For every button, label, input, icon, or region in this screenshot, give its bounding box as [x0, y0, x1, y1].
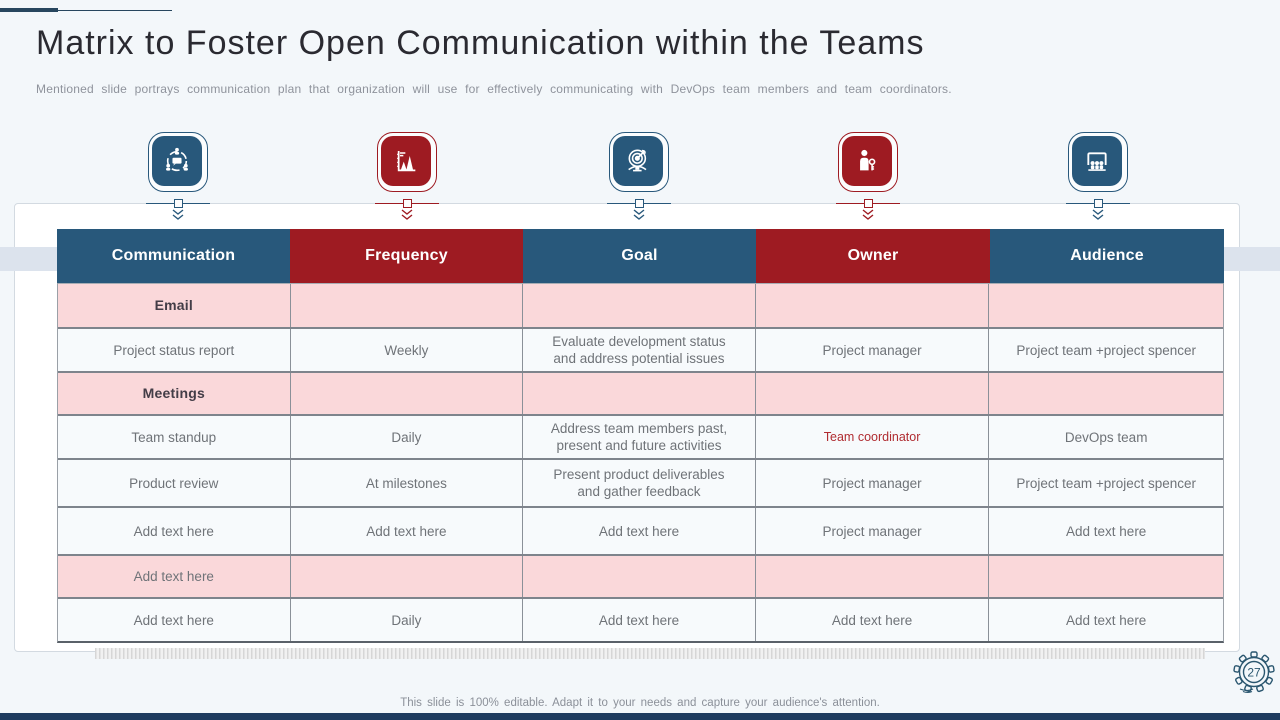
top-left-accent-line	[58, 10, 172, 11]
table-row-product-review: Product review At milestones Present pro…	[58, 458, 1223, 506]
column-header-owner: Owner	[756, 229, 990, 283]
column-header-frequency: Frequency	[290, 229, 523, 283]
table-cell	[291, 556, 524, 597]
column-header-goal: Goal	[523, 229, 756, 283]
table-cell	[989, 284, 1223, 327]
table-row-email-section: Email	[58, 283, 1223, 327]
page-number-gear-icon: 27	[1233, 651, 1275, 694]
table-cell: Present product deliverables and gather …	[523, 460, 756, 506]
connector-node	[402, 199, 412, 208]
table-cell: Project manager	[756, 329, 990, 371]
table-cell-placeholder[interactable]: Add text here	[1066, 523, 1147, 539]
footer-caption: This slide is 100% editable. Adapt it to…	[400, 697, 880, 709]
table-cell-placeholder[interactable]: Add text here	[756, 599, 990, 641]
table-cell: Project manager	[756, 508, 990, 554]
table-cell: At milestones	[291, 460, 524, 506]
table-shadow-stripes	[95, 648, 1205, 659]
table-cell: Email	[58, 284, 291, 327]
table-cell: Weekly	[291, 329, 524, 371]
table-row-placeholder-2: Add text here Daily Add text here Add te…	[58, 597, 1223, 641]
table-cell	[523, 284, 756, 327]
table-cell: Project team +project spencer	[1016, 475, 1197, 491]
audience-presentation-icon	[1068, 132, 1128, 192]
table-cell-owner-highlight: Team coordinator	[756, 416, 990, 458]
frequency-chart-icon	[377, 132, 437, 192]
table-cell: Team standup	[58, 416, 291, 458]
table-cell: Project team +project spencer	[1016, 342, 1197, 358]
table-cell-placeholder[interactable]: Add text here	[58, 599, 291, 641]
bottom-accent-bar	[0, 713, 1280, 720]
page-subtitle: Mentioned slide portrays communication p…	[36, 82, 952, 96]
column-header-audience: Audience	[990, 229, 1224, 283]
header-band-right	[1224, 247, 1280, 271]
page-title: Matrix to Foster Open Communication with…	[36, 24, 925, 62]
table-cell: Daily	[291, 599, 524, 641]
table-row-placeholder-section: Add text here	[58, 554, 1223, 597]
connector-node	[634, 199, 644, 208]
table-cell	[756, 556, 990, 597]
table-cell	[291, 284, 524, 327]
table-cell-placeholder[interactable]: Add text here	[1066, 612, 1147, 628]
table-cell-placeholder[interactable]: Add text here	[523, 599, 756, 641]
communication-matrix-table: Communication Frequency Goal Owner Audie…	[57, 229, 1224, 643]
communication-network-icon	[148, 132, 208, 192]
table-header-row: Communication Frequency Goal Owner Audie…	[57, 229, 1224, 283]
column-header-communication: Communication	[57, 229, 290, 283]
connector-node	[1093, 199, 1103, 208]
connector-node	[863, 199, 873, 208]
page-number: 27	[1247, 666, 1261, 680]
table-cell: Product review	[58, 460, 291, 506]
table-cell: Daily	[291, 416, 524, 458]
table-cell	[523, 373, 756, 414]
goal-target-icon	[609, 132, 669, 192]
table-row-team-standup: Team standup Daily Address team members …	[58, 414, 1223, 458]
table-cell-placeholder[interactable]: Add text here	[58, 508, 291, 554]
table-row-meetings-section: Meetings	[58, 371, 1223, 414]
table-cell: Project manager	[756, 460, 990, 506]
chevron-down-icon	[1092, 209, 1104, 220]
table-cell: Meetings	[58, 373, 291, 414]
header-band-left	[0, 247, 57, 271]
table-cell-placeholder[interactable]: Add text here	[58, 556, 291, 597]
table-cell	[291, 373, 524, 414]
table-cell	[989, 556, 1223, 597]
table-cell	[756, 373, 990, 414]
table-cell: DevOps team	[1064, 429, 1148, 445]
chevron-down-icon	[633, 209, 645, 220]
table-cell-placeholder[interactable]: Add text here	[291, 508, 524, 554]
owner-key-icon	[838, 132, 898, 192]
table-row-placeholder-1: Add text here Add text here Add text her…	[58, 506, 1223, 554]
top-left-accent-bar	[0, 8, 58, 12]
table-cell	[989, 373, 1223, 414]
table-cell	[523, 556, 756, 597]
chevron-down-icon	[172, 209, 184, 220]
table-cell	[756, 284, 990, 327]
table-cell: Evaluate development status and address …	[523, 329, 756, 371]
table-cell: Address team members past, present and f…	[523, 416, 756, 458]
connector-node	[173, 199, 183, 208]
table-cell: Project status report	[58, 329, 291, 371]
chevron-down-icon	[862, 209, 874, 220]
chevron-down-icon	[401, 209, 413, 220]
table-cell-placeholder[interactable]: Add text here	[523, 508, 756, 554]
table-row-project-status-report: Project status report Weekly Evaluate de…	[58, 327, 1223, 371]
